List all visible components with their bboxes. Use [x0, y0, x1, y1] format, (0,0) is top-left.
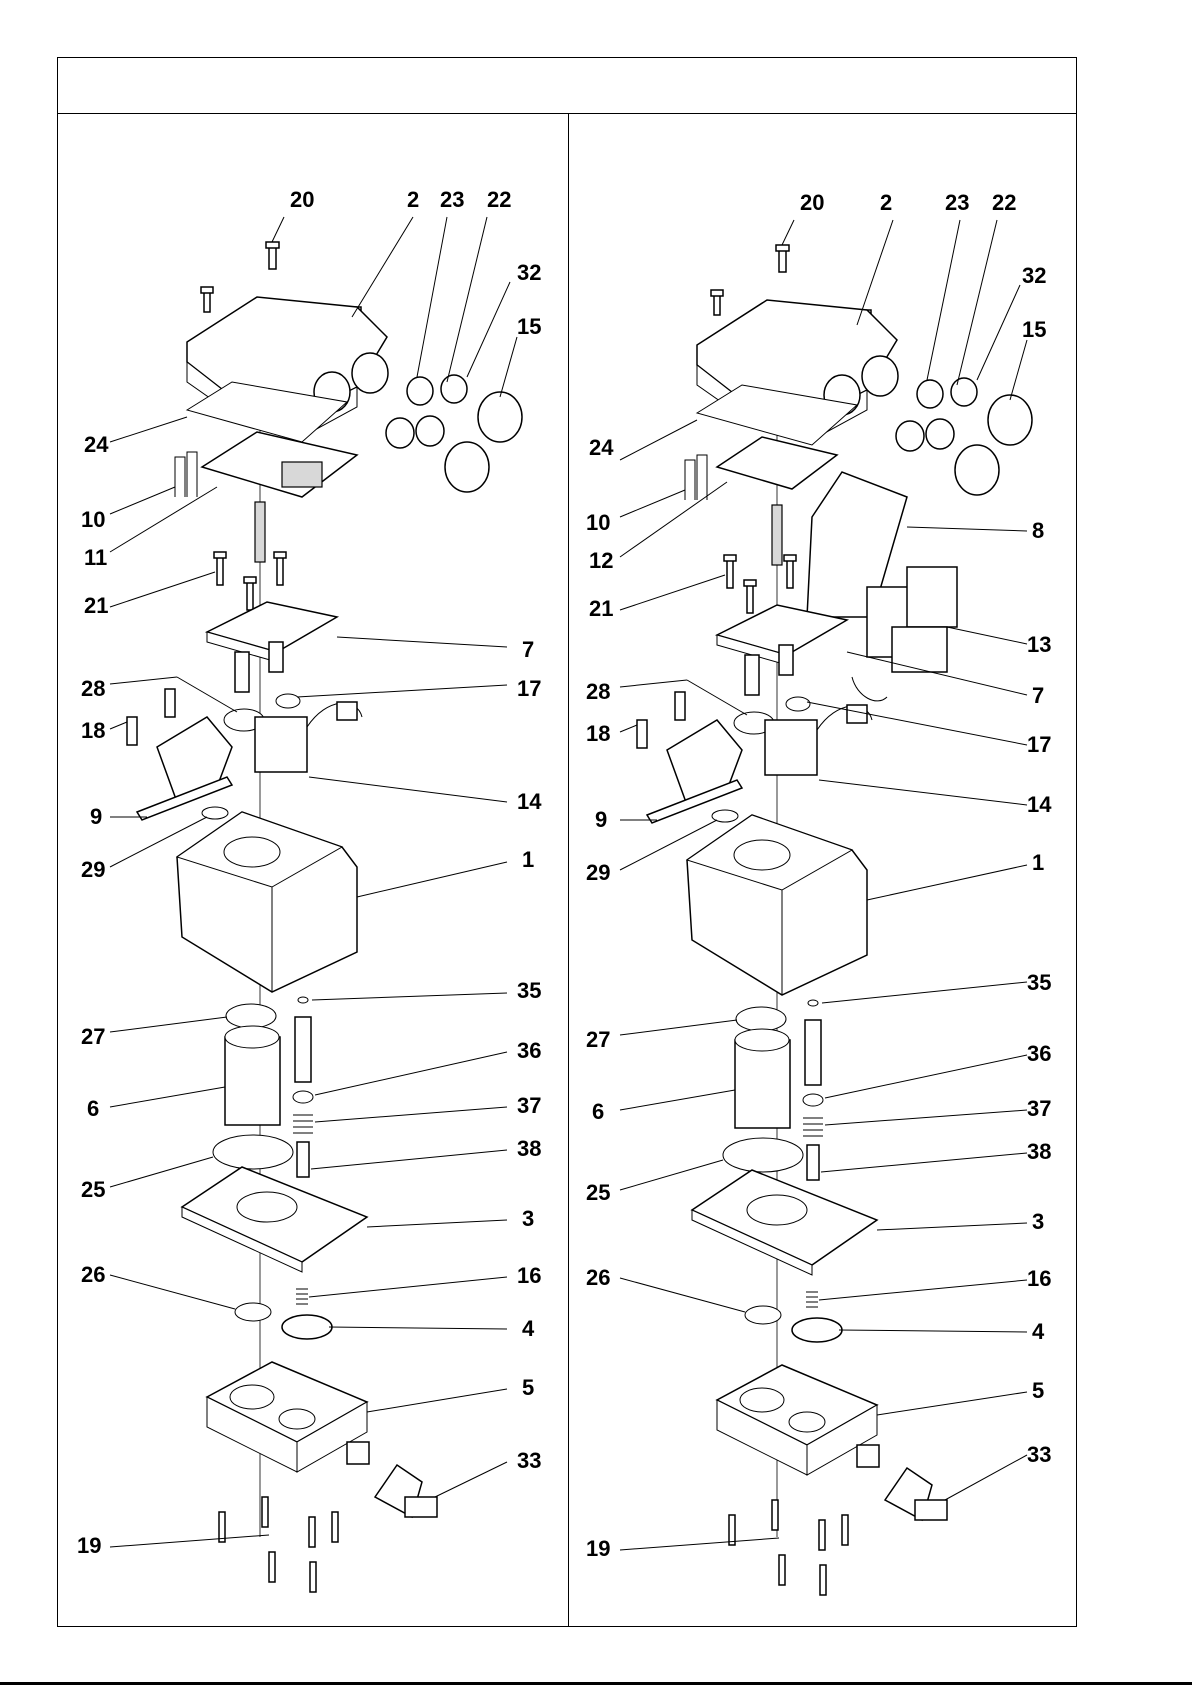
callout-24: 24 — [589, 435, 614, 460]
callout-3: 3 — [1032, 1209, 1044, 1234]
callout-18: 18 — [81, 718, 105, 743]
callout-17: 17 — [1027, 732, 1051, 757]
callout-20: 20 — [800, 190, 824, 215]
callout-6: 6 — [592, 1099, 604, 1124]
callout-33: 33 — [517, 1448, 541, 1473]
callout-19: 19 — [586, 1536, 610, 1561]
exploded-view-left: 20 2 23 22 32 15 24 10 11 21 7 28 17 18 … — [57, 57, 567, 1627]
callout-28: 28 — [81, 676, 105, 701]
callout-6: 6 — [87, 1096, 99, 1121]
callout-7: 7 — [1032, 683, 1044, 708]
callout-25: 25 — [586, 1180, 610, 1205]
callout-20: 20 — [290, 187, 314, 212]
callout-35: 35 — [517, 978, 541, 1003]
callout-37: 37 — [517, 1093, 541, 1118]
callout-22: 22 — [992, 190, 1016, 215]
callout-2: 2 — [407, 187, 419, 212]
callout-28: 28 — [586, 679, 610, 704]
callout-5: 5 — [522, 1375, 534, 1400]
callout-19: 19 — [77, 1533, 101, 1558]
callout-29: 29 — [586, 860, 610, 885]
callout-27: 27 — [586, 1027, 610, 1052]
callout-36: 36 — [517, 1038, 541, 1063]
callout-9: 9 — [595, 807, 607, 832]
callout-10: 10 — [586, 510, 610, 535]
callout-35: 35 — [1027, 970, 1051, 995]
callout-23: 23 — [945, 190, 969, 215]
callout-17: 17 — [517, 676, 541, 701]
callout-14: 14 — [517, 789, 542, 814]
callout-4: 4 — [522, 1316, 535, 1341]
callout-3: 3 — [522, 1206, 534, 1231]
callout-7: 7 — [522, 637, 534, 662]
callout-26: 26 — [81, 1262, 105, 1287]
callout-16: 16 — [1027, 1266, 1051, 1291]
callout-12: 12 — [589, 548, 613, 573]
callout-5: 5 — [1032, 1378, 1044, 1403]
callout-38: 38 — [517, 1136, 541, 1161]
callout-26: 26 — [586, 1265, 610, 1290]
callout-25: 25 — [81, 1177, 105, 1202]
callout-18: 18 — [586, 721, 610, 746]
callout-27: 27 — [81, 1024, 105, 1049]
callout-32: 32 — [517, 260, 541, 285]
callout-23: 23 — [440, 187, 464, 212]
callout-38: 38 — [1027, 1139, 1051, 1164]
callout-36: 36 — [1027, 1041, 1051, 1066]
callout-13: 13 — [1027, 632, 1051, 657]
callout-2: 2 — [880, 190, 892, 215]
callout-4: 4 — [1032, 1319, 1045, 1344]
callout-11: 11 — [84, 545, 107, 570]
callout-1: 1 — [1032, 850, 1044, 875]
callout-8: 8 — [1032, 518, 1044, 543]
callout-15: 15 — [1022, 317, 1046, 342]
callout-32: 32 — [1022, 263, 1046, 288]
callout-1: 1 — [522, 847, 534, 872]
callout-29: 29 — [81, 857, 105, 882]
callout-10: 10 — [81, 507, 105, 532]
callout-9: 9 — [90, 804, 102, 829]
callout-15: 15 — [517, 314, 541, 339]
callout-33: 33 — [1027, 1442, 1051, 1467]
exploded-view-right: 20 2 23 22 32 15 24 10 12 8 21 13 28 7 1… — [567, 57, 1077, 1627]
callout-21: 21 — [84, 593, 108, 618]
callout-16: 16 — [517, 1263, 541, 1288]
callout-14: 14 — [1027, 792, 1052, 817]
callout-24: 24 — [84, 432, 109, 457]
callout-21: 21 — [589, 596, 613, 621]
assembly-drawing-right — [637, 245, 1032, 1595]
callout-22: 22 — [487, 187, 511, 212]
assembly-drawing-left — [127, 242, 522, 1592]
callout-37: 37 — [1027, 1096, 1051, 1121]
